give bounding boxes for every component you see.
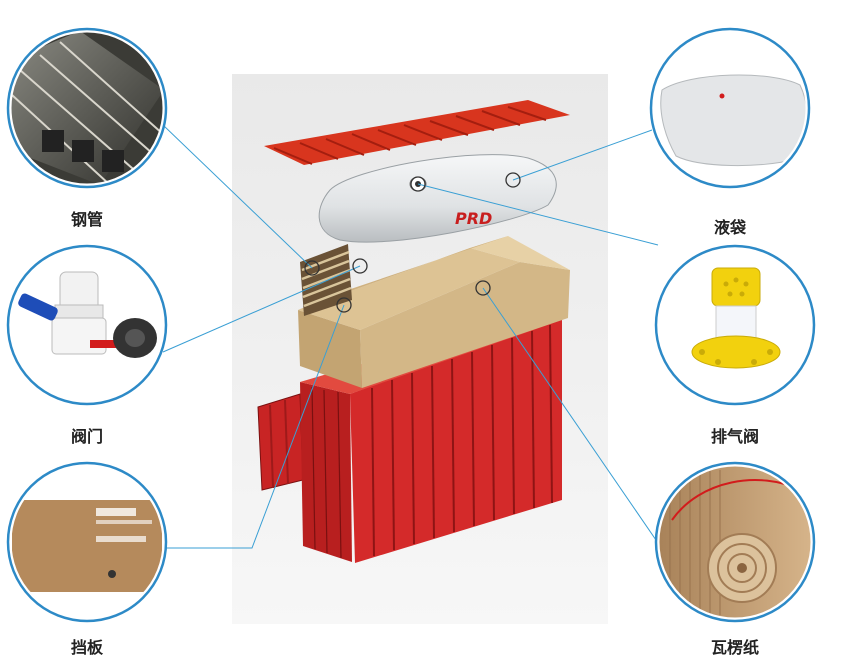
label-liquid-bag: 液袋 xyxy=(713,218,746,237)
label-baffle: 挡板 xyxy=(70,638,103,657)
liquid-bag-illustration: PRD xyxy=(318,154,557,243)
liquid-bag-photo xyxy=(649,27,811,189)
brand-logo: PRD xyxy=(455,209,492,228)
baffle-panel xyxy=(300,244,352,316)
label-valve: 阀门 xyxy=(70,427,103,446)
cardboard-liner xyxy=(298,236,570,388)
exhaust-valve-photo xyxy=(654,244,816,406)
label-corrugated-paper: 瓦楞纸 xyxy=(710,638,759,657)
callout-markers xyxy=(304,172,521,313)
leader-lines xyxy=(162,124,681,576)
label-exhaust-valve: 排气阀 xyxy=(710,427,759,446)
valve-photo xyxy=(6,244,168,406)
baffle-board-photo xyxy=(6,461,168,623)
corrugated-roof-sheet xyxy=(264,100,570,165)
corrugated-paper-photo xyxy=(654,461,816,623)
steel-pipe-photo xyxy=(6,27,168,189)
label-steel-pipe: 钢管 xyxy=(70,210,103,229)
